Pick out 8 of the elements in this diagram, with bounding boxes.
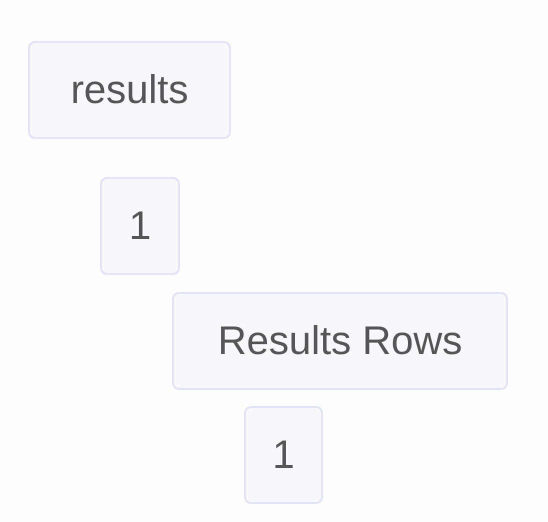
node-label: results [70,70,188,110]
node-label: Results Rows [218,321,462,361]
node-label: 1 [272,435,295,475]
node-label: 1 [128,206,152,246]
text-box [100,177,180,275]
text-box [244,406,323,504]
text-box [172,292,508,390]
text-box [28,41,231,139]
